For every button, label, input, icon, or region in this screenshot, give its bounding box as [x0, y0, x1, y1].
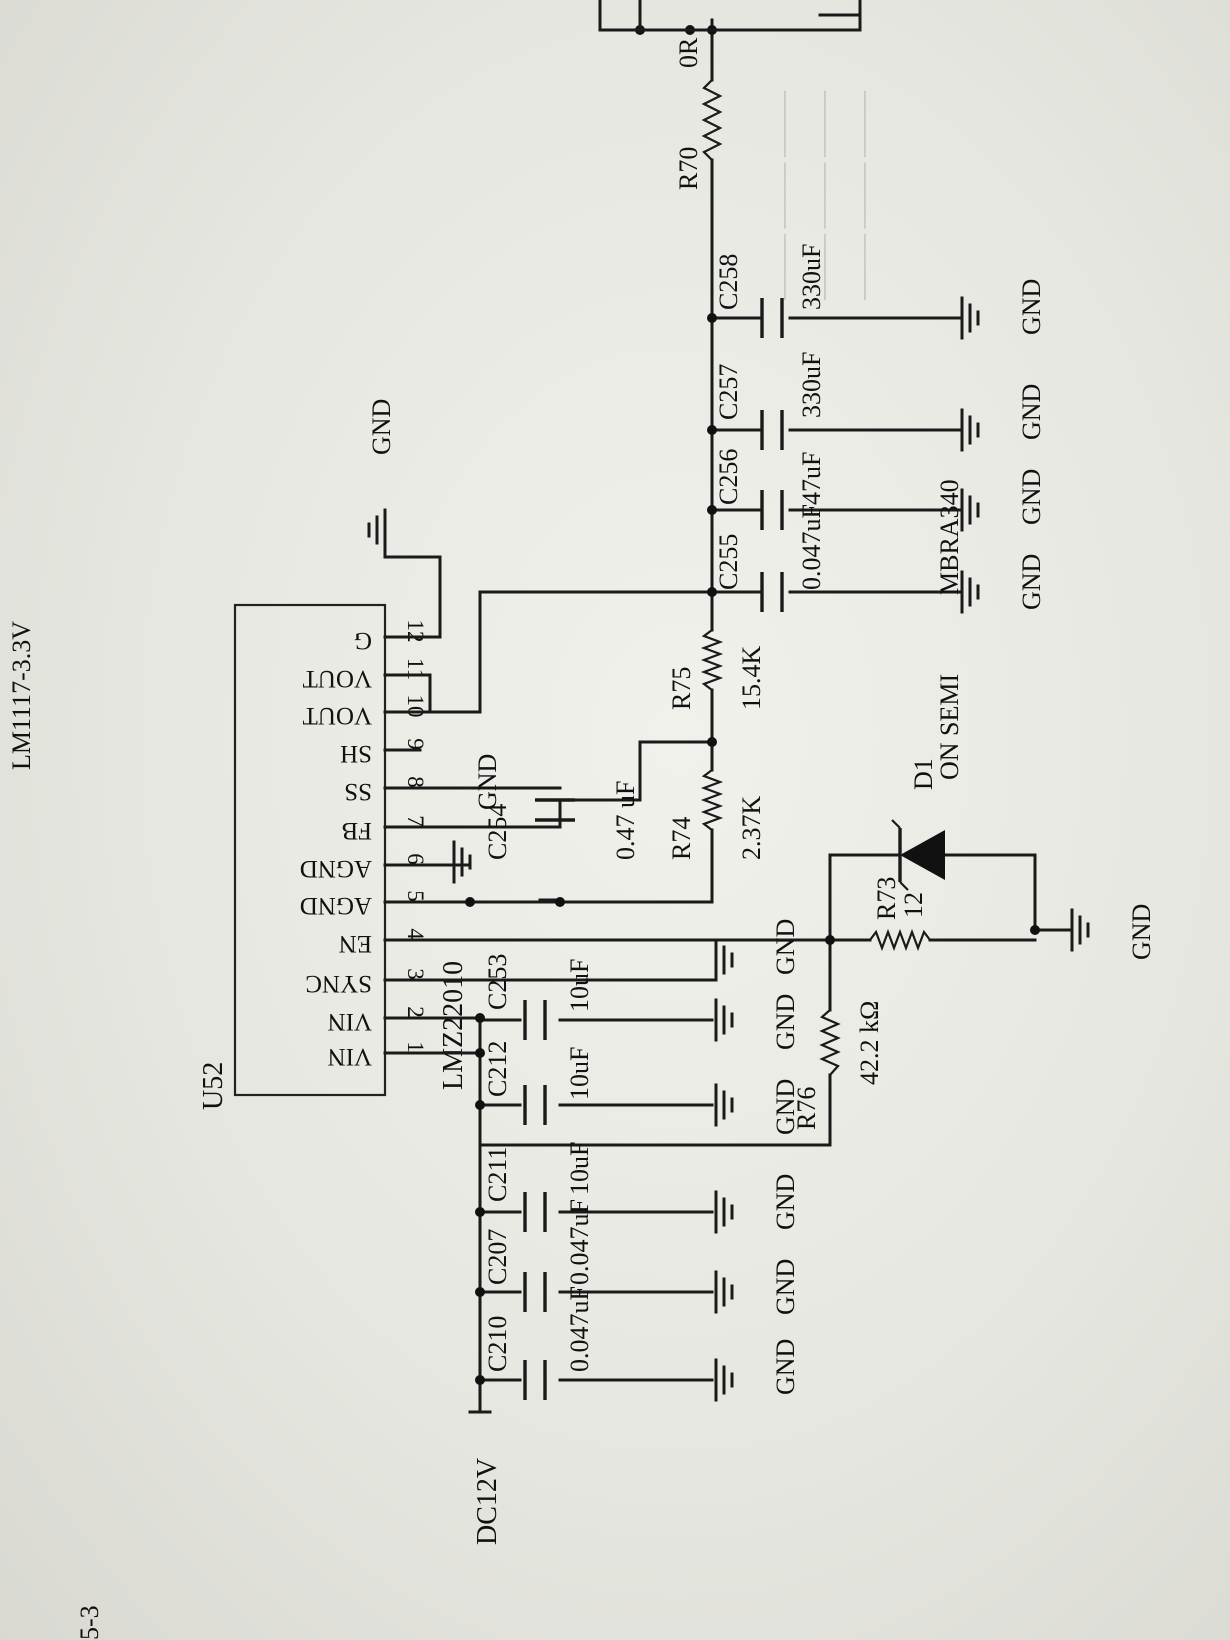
gnd-label: GND: [771, 1339, 800, 1395]
cap-value: 47uF: [797, 452, 826, 505]
gnd-label: GND: [1017, 554, 1046, 610]
cap-value: 10uF: [565, 959, 594, 1012]
svg-text:——— ——— ———: ——— ——— ———: [810, 90, 835, 301]
junction-dots: [465, 25, 1040, 1385]
gnd-label: GND: [1127, 904, 1156, 960]
gnd-label: GND: [473, 754, 502, 810]
cap-ref: C212: [483, 1041, 512, 1097]
header-title: LM1117-3.3V: [7, 621, 36, 770]
chip-pin-number: 12: [403, 620, 428, 643]
gnd-label: GND: [367, 399, 396, 455]
chip-pin-number: 1: [403, 1041, 428, 1053]
gnd-label: GND: [1017, 384, 1046, 440]
gnd-label: GND: [771, 1079, 800, 1135]
svg-text:——— ——— ———: ——— ——— ———: [770, 90, 795, 301]
ground-symbols: [367, 296, 1090, 1402]
cap-value: 330uF: [797, 352, 826, 418]
resistor-ref: 15.4K: [737, 646, 766, 711]
resistor-ref: R75: [667, 667, 696, 710]
chip-pin-name: SH: [340, 740, 372, 767]
chip-pins: VIN 1 VIN 2 SYNC 3 EN 4 AGND 5 AGND 6 FB 7 SS 8 SH 9 VOUT 1…: [300, 620, 428, 1071]
resistor-value: 12: [899, 892, 928, 918]
chip-pin-name: G: [354, 627, 372, 654]
chip-pin-name: SS: [344, 778, 372, 805]
page-label: 5-3: [75, 1605, 104, 1640]
chip-pin-number: 9: [403, 738, 428, 750]
chip-pin-number: 11: [403, 658, 428, 680]
diode-part: MBRA340: [935, 479, 964, 595]
cap-value: 0.047uF: [797, 504, 826, 590]
top-bus-fragment: [598, 0, 862, 32]
gnd-label: GND: [771, 994, 800, 1050]
chip-u52: U52 LMZ22010 VIN 1 VIN 2 SYNC 3 EN 4 AGND 5 AGND 6 F…: [198, 603, 469, 1110]
diode-ref: D1: [909, 758, 938, 790]
chip-pin-name: FB: [341, 817, 372, 844]
chip-pin-name: AGND: [300, 855, 372, 882]
cap-value: 10uF: [565, 1047, 594, 1100]
chip-pin-number: 4: [403, 928, 428, 940]
chip-pin-number: 3: [403, 968, 428, 980]
resistor-value: 42.2 kΩ: [855, 1001, 884, 1085]
wires: [383, 18, 1072, 1414]
chip-pin-number: 7: [403, 815, 428, 827]
cap-ref: C253: [483, 954, 512, 1010]
cap-ref: C210: [483, 1316, 512, 1372]
cap-value: 0.047uF: [565, 1286, 594, 1372]
resistor-ref: R73: [872, 877, 901, 920]
chip-pin-name: EN: [339, 930, 372, 957]
gnd-label: GND: [1017, 469, 1046, 525]
resistor-ref: R74: [667, 817, 696, 860]
diode-d1: [891, 819, 945, 891]
cap-ref: C207: [483, 1229, 512, 1285]
gnd-label: GND: [771, 1259, 800, 1315]
resistor-value: 2.37K: [737, 796, 766, 861]
bleed-through-text: ——— ——— ——— ——— ——— ——— ——— ——— ———: [770, 90, 875, 301]
svg-text:——— ——— ———: ——— ——— ———: [850, 90, 875, 301]
labels: DC12V C210 C207 C211 C212 C253 0.047uF 0…: [367, 37, 1156, 1545]
capacitor-symbols: [523, 298, 784, 1400]
cap-value: 330uF: [797, 244, 826, 310]
resistor-symbols: [700, 79, 931, 1076]
chip-body: [233, 603, 387, 1097]
cap-value: 0.047uF: [565, 1199, 594, 1285]
cap-value: 0.47 uF: [611, 781, 640, 860]
resistor-ref: R76: [792, 1087, 821, 1130]
chip-pin-number: 10: [403, 695, 428, 718]
chip-pin-name: VIN: [328, 1008, 372, 1035]
diode-maker: ON SEMI: [935, 674, 964, 780]
cap-ref: C257: [714, 364, 743, 420]
gnd-label: GND: [771, 1174, 800, 1230]
cap-value: 10uF: [565, 1142, 594, 1195]
chip-part: LMZ22010: [438, 961, 469, 1090]
cap-ref: C258: [714, 254, 743, 310]
chip-pin-number: 2: [403, 1006, 428, 1018]
cap-ref: C255: [714, 534, 743, 590]
chip-pin-number: 6: [403, 853, 428, 865]
connector-label: DC12V: [472, 1458, 503, 1545]
cap-ref: C256: [714, 449, 743, 505]
chip-pin-name: VIN: [328, 1043, 372, 1070]
cap-ref: C211: [483, 1147, 512, 1202]
gnd-label: GND: [1017, 279, 1046, 335]
gnd-label: GND: [771, 919, 800, 975]
chip-pin-name: AGND: [300, 892, 372, 919]
chip-pin-number: 5: [403, 890, 428, 902]
chip-pin-name: SYNC: [305, 970, 372, 997]
cap-ref: C254: [483, 804, 512, 860]
chip-pin-name: VOUT: [303, 702, 372, 729]
chip-pin-name: VOUT: [303, 665, 372, 692]
resistor-value: 0R: [674, 37, 703, 68]
chip-pin-number: 8: [403, 776, 428, 788]
resistor-ref: R70: [674, 147, 703, 190]
chip-designator: U52: [198, 1062, 229, 1110]
